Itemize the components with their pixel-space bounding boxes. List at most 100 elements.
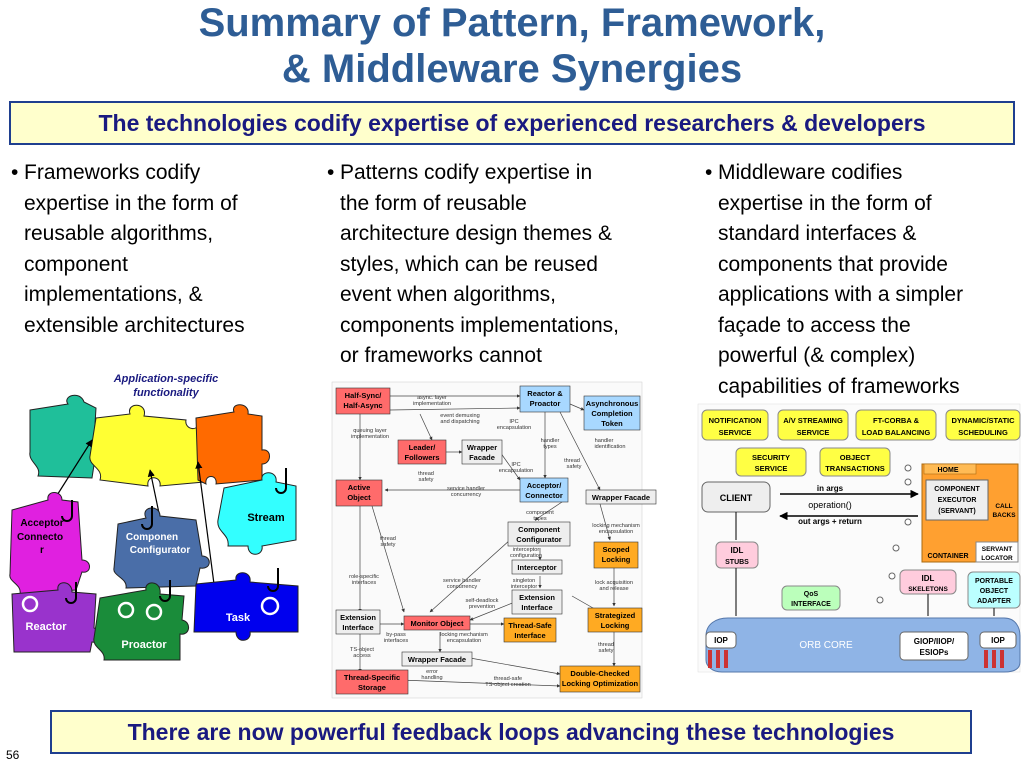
middleware-label: A/V STREAMING [783, 416, 843, 425]
bullet-dot: • [327, 161, 335, 184]
pattern-node-label: Extension [519, 593, 555, 602]
middleware-label: FT-CORBA & [873, 416, 920, 425]
task-label: Task [226, 612, 251, 624]
notification-service-box [701, 409, 769, 441]
relation-label: access [353, 653, 371, 659]
pattern-node-component-configurator [507, 521, 571, 547]
middleware-label: SERVICE [797, 428, 830, 437]
callback-loop-icon [21, 595, 280, 621]
pattern-node-wrapper-facade-right [585, 489, 657, 505]
pattern-node-label: Interface [521, 603, 552, 612]
av-streaming-box [777, 409, 849, 441]
giop-box [899, 631, 969, 661]
relation-label: thread [418, 471, 434, 477]
relation-label: concurrency [451, 492, 482, 498]
relation-label: queuing layer [353, 428, 387, 434]
pattern-node-wrapper-facade-bottom [401, 651, 473, 667]
frameworks-line: reusable algorithms, [24, 222, 214, 245]
pattern-node-label: Thread-Safe [508, 621, 551, 630]
relation-label: self-deadlock [466, 598, 499, 604]
title-line-1: Summary of Pattern, Framework, [198, 1, 826, 45]
relation-label: component [526, 510, 554, 516]
puzzle-piece-component-configurator [113, 507, 210, 589]
pattern-node-leader-followers [397, 439, 447, 465]
middleware-label: NOTIFICATION [709, 416, 762, 425]
pattern-node-label: Token [601, 419, 623, 428]
puzzle-piece-stream [217, 472, 297, 555]
relation-label: prevention [469, 604, 495, 610]
reactor-label: Reactor [26, 621, 68, 633]
pattern-node-label: Connector [525, 491, 563, 500]
pattern-node-scoped-locking [593, 541, 639, 569]
pattern-node-label: Locking [602, 555, 631, 564]
pattern-node-label: Locking [601, 621, 630, 630]
relation-label: async. layer [417, 395, 447, 401]
pattern-node-label: Acceptor/ [527, 481, 563, 490]
puzzle-piece-task [193, 572, 299, 641]
middleware-label: SERVANT [982, 546, 1012, 553]
relation-label: safety [599, 648, 614, 654]
pattern-node-label: Interceptor [517, 563, 556, 572]
relation-label: interfaces [352, 580, 376, 586]
relation-label: thread [598, 642, 614, 648]
middleware-line: powerful (& complex) [718, 344, 916, 367]
pattern-node-label: Interface [342, 623, 373, 632]
pattern-node-label: Object [347, 493, 371, 502]
bullet-dot: • [705, 161, 713, 184]
acceptor-label-2: Connecto [17, 532, 63, 543]
patterns-line: or frameworks cannot [340, 344, 542, 367]
hook-icon [61, 468, 287, 604]
orb-core-label: ORB CORE [799, 640, 853, 651]
frameworks-line: Frameworks codify [24, 161, 201, 184]
relation-label: IPC [509, 419, 518, 425]
relation-label: singleton [513, 578, 535, 584]
relation-label: types [533, 516, 547, 522]
relation-label: configuration [510, 553, 542, 559]
idl-stubs-box [715, 541, 759, 569]
orb-core-band [705, 617, 1021, 673]
middleware-label: OBJECT [980, 588, 1009, 595]
middleware-label: LOCATOR [981, 555, 1013, 562]
component-configurator-label-1: Componen [126, 532, 178, 543]
relation-label: safety [567, 464, 582, 470]
relation-label: TS-object creation [485, 682, 530, 688]
pattern-node-label: Reactor & [527, 389, 563, 398]
patterns-line: components implementations, [340, 313, 619, 337]
middleware-line: Middleware codifies [718, 161, 903, 184]
pattern-node-wrapper-facade [461, 439, 503, 465]
pattern-node-extension-interface-left [335, 609, 381, 635]
relation-label: service handler [443, 578, 481, 584]
middleware-line: applications with a simpler [718, 283, 964, 306]
relation-label: identification [594, 444, 625, 450]
relation-label: thread [564, 458, 580, 464]
middleware-label: out args + return [798, 517, 862, 526]
title-line-2: & Middleware Synergies [281, 47, 743, 91]
slide-title: Summary of Pattern, Framework, & Middlew… [0, 0, 1024, 92]
relation-label: IPC [511, 462, 520, 468]
relation-label: and release [599, 586, 628, 592]
pattern-node-monitor-object [403, 615, 471, 631]
pattern-node-label: Completion [591, 409, 633, 418]
iop-right-box [979, 631, 1017, 649]
object-transactions-box [819, 447, 891, 477]
middleware-line: standard interfaces & [718, 222, 917, 245]
pattern-node-label: Wrapper Facade [592, 493, 650, 502]
qos-interface-box [781, 585, 841, 611]
acceptor-label-3: r [40, 545, 44, 556]
relation-label: handler [541, 438, 560, 444]
puzzle-piece-orange [195, 404, 270, 485]
acceptor-label-1: Acceptor [20, 518, 63, 529]
middleware-label: SERVICE [755, 464, 788, 473]
pattern-node-label: Monitor Object [411, 619, 464, 628]
component-configurator-label-2: Configurator [130, 545, 191, 556]
relation-label: handler [595, 438, 614, 444]
relation-label: handling [421, 675, 442, 681]
middleware-line: façade to access the [718, 313, 911, 337]
patterns-bullet: • Patterns codify expertise in the form … [327, 158, 619, 372]
relation-label: encapsulation [599, 529, 634, 535]
middleware-label: PORTABLE [975, 578, 1013, 585]
middleware-label: BACKS [992, 512, 1016, 519]
relation-label: interfaces [384, 638, 408, 644]
